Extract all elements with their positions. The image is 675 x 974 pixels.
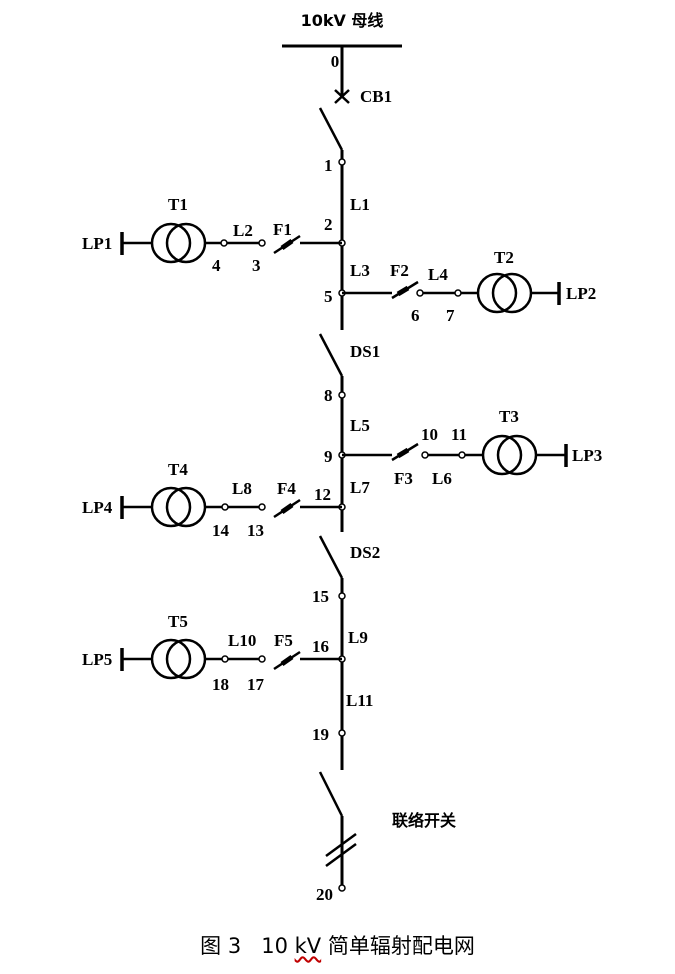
- fuse-f4-body: [280, 502, 294, 515]
- line-l7-label: L7: [350, 478, 370, 497]
- caption-unit: kV: [294, 934, 322, 958]
- line-l11-label: L11: [346, 691, 373, 710]
- node-2-label: 2: [324, 215, 333, 234]
- node-3-label: 3: [252, 256, 261, 275]
- node-5-label: 5: [324, 287, 333, 306]
- node-19: [338, 729, 346, 737]
- fuse-f3-label: F3: [394, 469, 413, 488]
- transformer-t3-winding-a: [481, 434, 523, 476]
- fuse-f5-body: [280, 654, 294, 667]
- fuse-f4-label: F4: [277, 479, 296, 498]
- node-13: [258, 503, 266, 511]
- node-9-label: 9: [324, 447, 333, 466]
- node-13-label: 13: [247, 521, 264, 540]
- node-14-label: 14: [212, 521, 230, 540]
- tie-switch-label: 联络开关: [392, 811, 456, 830]
- load-lp1-label: LP1: [82, 234, 112, 253]
- transformer-t2-winding-a: [476, 272, 518, 314]
- node-17-label: 17: [247, 675, 265, 694]
- node-14: [221, 503, 229, 511]
- node-7: [454, 289, 462, 297]
- node-17: [258, 655, 266, 663]
- node-15-label: 15: [312, 587, 329, 606]
- node-15: [338, 592, 346, 600]
- node-10: [421, 451, 429, 459]
- line-l2-label: L2: [233, 221, 253, 240]
- fuse-f1-label: F1: [273, 220, 292, 239]
- line-l9-label: L9: [348, 628, 368, 647]
- fuse-f2-label: F2: [390, 261, 409, 280]
- load-lp4-label: LP4: [82, 498, 113, 517]
- fuse-f3-body: [396, 447, 410, 459]
- transformer-t5-label: T5: [168, 612, 188, 631]
- node-6-label: 6: [411, 306, 420, 325]
- load-lp3-label: LP3: [572, 446, 602, 465]
- bus-label: 10kV 母线: [301, 11, 384, 30]
- fuse-f5-label: F5: [274, 631, 293, 650]
- node-11: [458, 451, 466, 459]
- line-l5-label: L5: [350, 416, 370, 435]
- cb1-switch-blade: [318, 107, 344, 151]
- node-20: [338, 884, 346, 892]
- node-1: [338, 158, 346, 166]
- node-18-label: 18: [212, 675, 229, 694]
- line-l3-label: L3: [350, 261, 370, 280]
- transformer-t1-label: T1: [168, 195, 188, 214]
- transformer-t3-label: T3: [499, 407, 519, 426]
- node-16-label: 16: [312, 637, 329, 656]
- caption-suffix: 简单辐射配电网: [321, 934, 475, 958]
- node-19-label: 19: [312, 725, 329, 744]
- ds2-label: DS2: [350, 543, 380, 562]
- ds1-switch-blade: [318, 333, 344, 377]
- cb1-cross-b: [334, 89, 350, 104]
- node-3: [258, 239, 266, 247]
- ds2-switch-blade: [318, 535, 344, 579]
- node-4: [220, 239, 228, 247]
- transformer-t5-winding-b: [165, 638, 207, 680]
- node-11-label: 11: [451, 425, 467, 444]
- transformer-t2-label: T2: [494, 248, 514, 267]
- node-6: [416, 289, 424, 297]
- transformer-t4-label: T4: [168, 460, 188, 479]
- line-l4-label: L4: [428, 265, 448, 284]
- fuse-f2-body: [396, 285, 410, 297]
- load-lp5-label: LP5: [82, 650, 112, 669]
- node-7-label: 7: [446, 306, 455, 325]
- transformer-t1-winding-b: [165, 222, 207, 264]
- node-10-label: 10: [421, 425, 438, 444]
- node-8-label: 8: [324, 386, 333, 405]
- fuse-f1-body: [280, 238, 294, 251]
- node-20-label: 20: [316, 885, 333, 904]
- transformer-t4-winding-b: [165, 486, 207, 528]
- node-1-label: 1: [324, 156, 333, 175]
- line-l6-label: L6: [432, 469, 452, 488]
- ds1-label: DS1: [350, 342, 380, 361]
- line-l1-label: L1: [350, 195, 370, 214]
- caption-prefix: 图 3 10: [200, 934, 295, 958]
- tie-switch-blade: [318, 771, 344, 817]
- tie-switch-mark-b: [325, 842, 357, 868]
- node-12-label: 12: [314, 485, 331, 504]
- node-4-label: 4: [212, 256, 221, 275]
- figure-caption: 图 3 10 kV 简单辐射配电网: [0, 930, 675, 960]
- line-l10-label: L10: [228, 631, 256, 650]
- tie-switch-mark-a: [325, 832, 357, 858]
- cb1-label: CB1: [360, 87, 392, 106]
- node-8: [338, 391, 346, 399]
- load-lp2-label: LP2: [566, 284, 596, 303]
- line-l8-label: L8: [232, 479, 252, 498]
- node-0-label: 0: [331, 52, 340, 71]
- node-18: [221, 655, 229, 663]
